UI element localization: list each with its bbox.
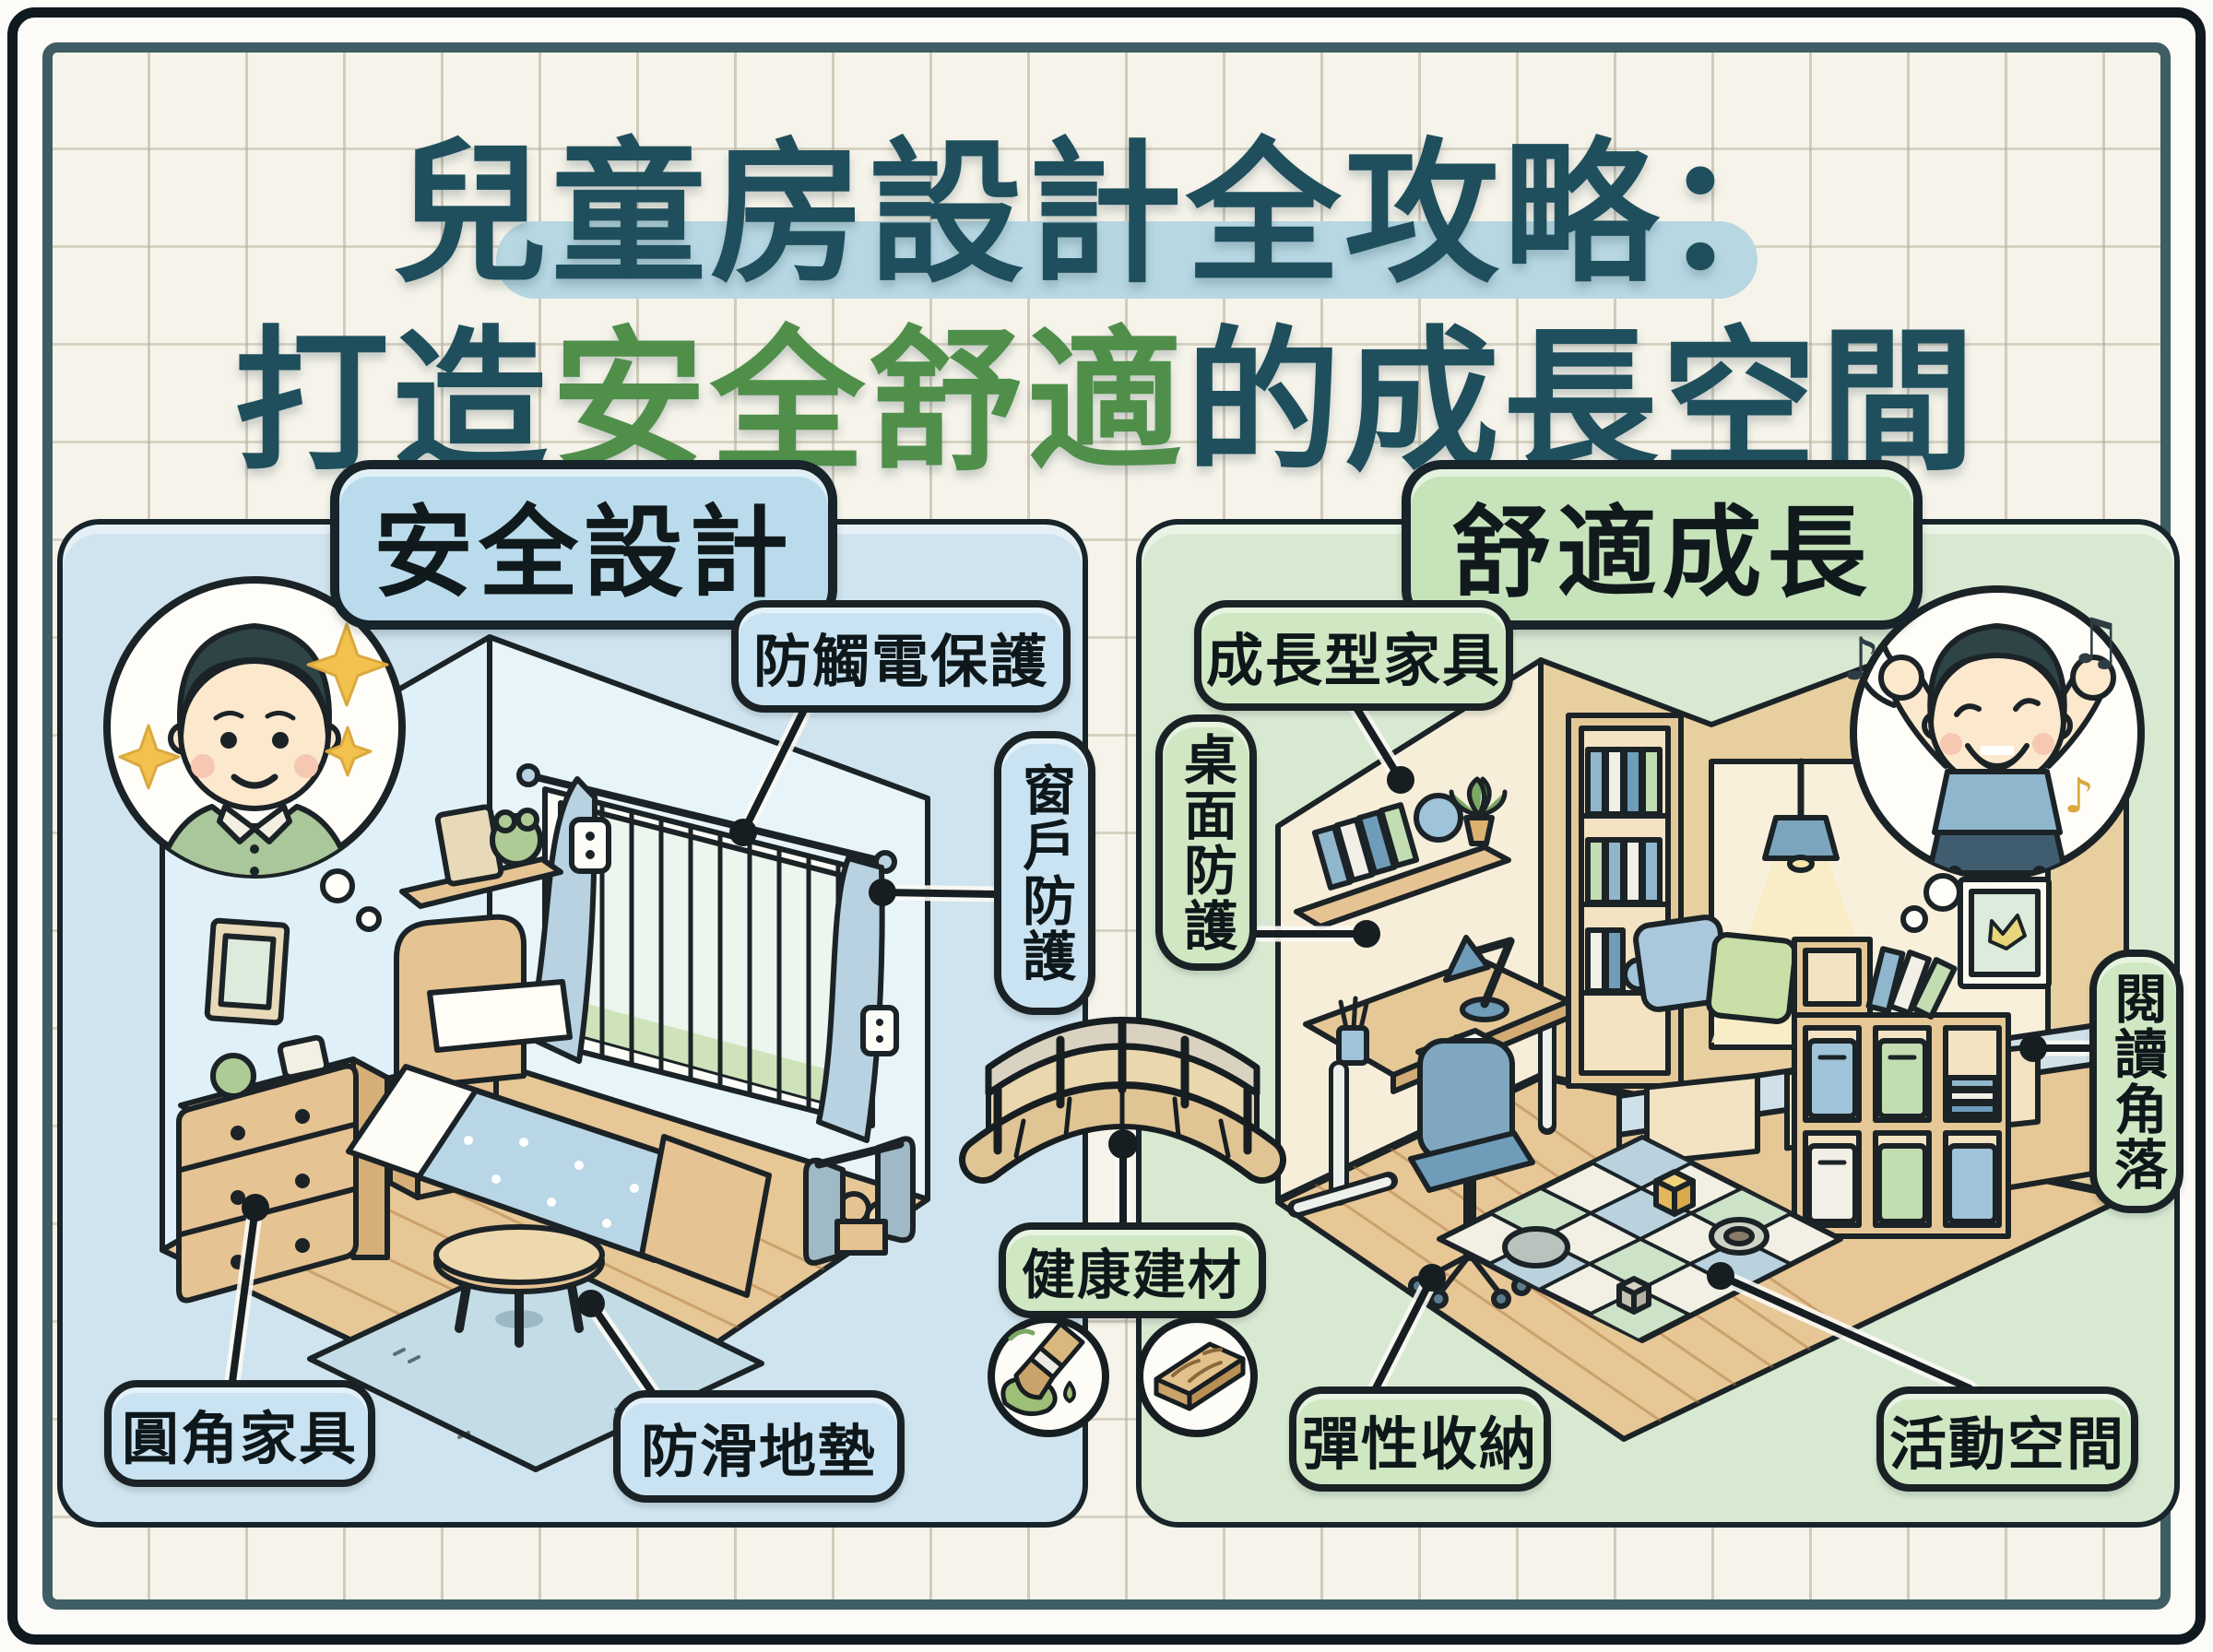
safety-panel-header: 安全設計 <box>330 460 837 630</box>
music-note-icon: ♫ <box>2067 606 2124 678</box>
pen-cup <box>1336 996 1369 1066</box>
desk-lamp <box>1443 935 1515 1022</box>
wall-shelf <box>399 804 563 909</box>
curtain-right <box>816 856 885 1143</box>
toy-block <box>277 1034 330 1080</box>
wall-shelf <box>1294 776 1511 929</box>
bookcase <box>1566 713 1684 1089</box>
wall-picture <box>204 917 290 1026</box>
label-rounded-furniture: 圓角家具 <box>104 1380 375 1487</box>
outlet-covers <box>569 817 899 1056</box>
comfort-room-illustration: ♪ ♫ ♪ <box>1275 585 2145 1442</box>
thought-bubble <box>356 906 382 932</box>
title-highlight-bar <box>496 221 1757 299</box>
label-flexible-storage: 彈性收納 <box>1289 1386 1551 1492</box>
pendant-lamp <box>1762 758 1840 873</box>
barred-window <box>516 763 897 1143</box>
blue-tshirt <box>1932 769 2063 835</box>
sparkle-icons <box>118 622 389 790</box>
cart-end-panel <box>875 1136 916 1244</box>
label-growth-furniture: 成長型家具 <box>1194 600 1513 711</box>
music-note-icons: ♪ ♫ ♪ <box>1842 606 2124 824</box>
stacked-books <box>1947 1075 1998 1117</box>
bed <box>346 914 772 1298</box>
jumping-boy-avatar: ♪ ♫ ♪ <box>1842 585 2145 933</box>
shelf-books <box>1311 802 1420 891</box>
round-table <box>433 1224 605 1348</box>
elephant-plush <box>1414 793 1463 843</box>
frog-toy <box>210 1053 256 1099</box>
page-title: 兒童房設計全攻略： <box>393 124 1820 304</box>
pillow-green <box>1706 932 1798 1024</box>
leaning-books <box>1865 946 1958 1020</box>
bed-pillow <box>427 979 573 1053</box>
music-note-icon: ♪ <box>1842 626 1880 694</box>
cube-storage <box>1792 937 2011 1239</box>
plush-toy <box>1502 1226 1570 1268</box>
potted-plant <box>1449 776 1508 846</box>
seat-drawer <box>1644 1072 1760 1166</box>
safety-room-illustration <box>103 576 930 1472</box>
label-activity-space: 活動空間 <box>1876 1386 2138 1492</box>
label-window-protection: 窗戶防護 <box>994 731 1095 1015</box>
toy-blocks <box>1502 1169 1769 1315</box>
cart-end-panel <box>803 1157 846 1266</box>
music-note-icon: ♪ <box>2064 769 2094 824</box>
thought-bubble <box>1923 873 1962 912</box>
label-reading-corner: 閱讀角落 <box>2089 950 2183 1213</box>
wall-picture <box>1958 877 2052 989</box>
bookcase-books <box>1585 747 1663 994</box>
thought-bubble <box>1900 905 1928 933</box>
thought-bubble <box>320 868 355 903</box>
label-non-slip-mat: 防滑地墊 <box>613 1390 905 1503</box>
label-shock-protection: 防觸電保護 <box>731 600 1071 713</box>
storage-bins <box>1806 1038 1998 1224</box>
chair-seat <box>1408 1130 1535 1193</box>
label-desk-protection: 桌面防護 <box>1155 714 1257 971</box>
shorts <box>1926 830 2068 876</box>
label-healthy-materials: 健康建材 <box>999 1222 1266 1318</box>
comfort-panel: ♪ ♫ ♪ <box>1136 519 2180 1528</box>
bed-footboard <box>639 1134 772 1298</box>
toy-cart <box>803 1136 916 1266</box>
open-mouth <box>1965 743 2030 771</box>
